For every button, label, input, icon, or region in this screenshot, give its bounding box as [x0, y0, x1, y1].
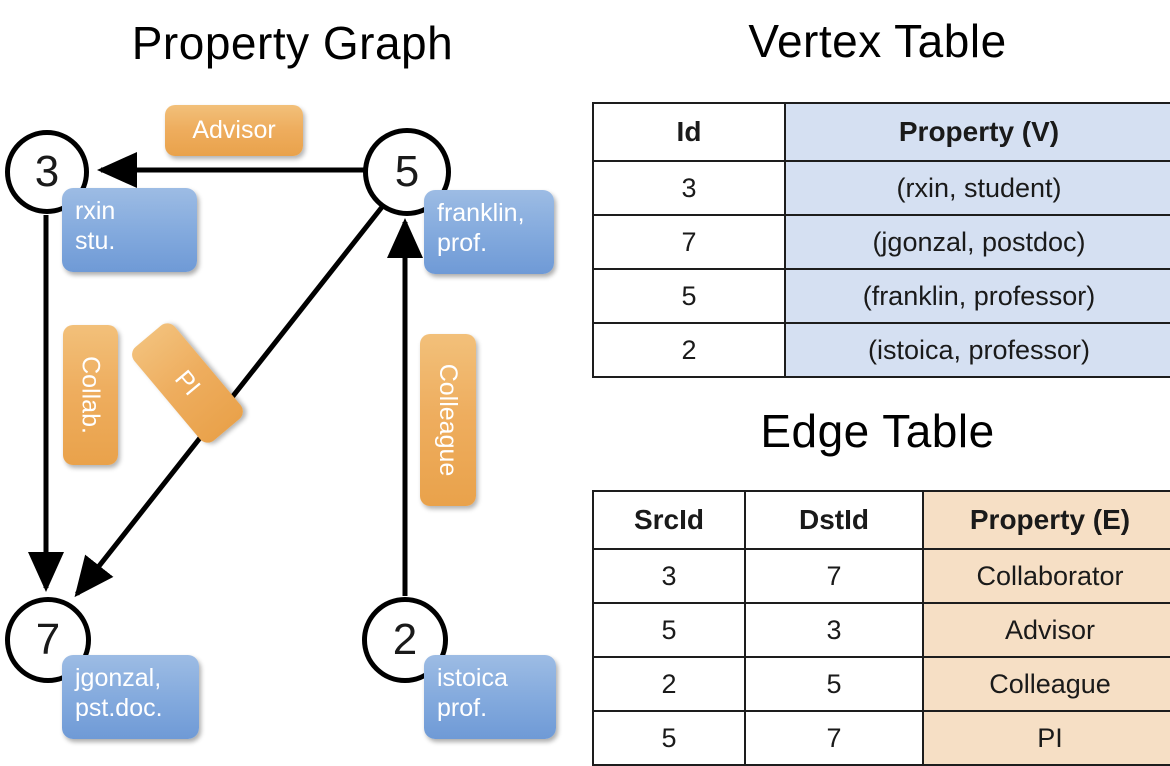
edge-cell-dstid: 5: [744, 656, 924, 712]
page-title-edge-table: Edge Table: [760, 405, 995, 457]
vertex-cell-property: (istoica, professor): [784, 322, 1170, 378]
edge-cell-srcid: 3: [592, 548, 746, 604]
vertex-table: Id Property (V) 3 (rxin, student) 7 (jgo…: [592, 102, 1170, 378]
page-title-property-graph: Property Graph: [131, 17, 454, 69]
table-row[interactable]: 3 7 Collaborator: [592, 548, 1170, 604]
node-property-box-3: rxin stu.: [62, 188, 197, 272]
vertex-table-header-id: Id: [592, 102, 786, 162]
edge-cell-property: Advisor: [922, 602, 1170, 658]
property-graph-diagram: 3 5 7 2 rxin stu. franklin, prof. jgonza…: [0, 0, 585, 760]
graph-node-7-label: 7: [35, 615, 61, 664]
edge-table-header-row: SrcId DstId Property (E): [592, 490, 1170, 550]
edge-label-colleague-text: Colleague: [434, 363, 463, 477]
graph-node-2[interactable]: 2: [362, 597, 448, 683]
node-property-5-line1: franklin,: [437, 199, 525, 227]
node-property-7-line1: jgonzal,: [75, 664, 162, 692]
table-row[interactable]: 7 (jgonzal, postdoc): [592, 214, 1170, 270]
node-property-2-line2: prof.: [437, 693, 488, 722]
node-property-3-line2: stu.: [75, 226, 116, 255]
node-property-3-line1: rxin: [75, 197, 116, 225]
edge-cell-property: Colleague: [922, 656, 1170, 712]
edge-label-advisor: Advisor: [165, 105, 303, 156]
table-row[interactable]: 2 (istoica, professor): [592, 322, 1170, 378]
edge-cell-property: PI: [922, 710, 1170, 766]
vertex-cell-id: 2: [592, 322, 786, 378]
graph-node-5[interactable]: 5: [363, 128, 451, 216]
graph-node-5-label: 5: [394, 147, 420, 196]
table-row[interactable]: 5 (franklin, professor): [592, 268, 1170, 324]
node-property-box-2: istoica prof.: [424, 655, 556, 739]
vertex-cell-id: 3: [592, 160, 786, 216]
table-row[interactable]: 2 5 Colleague: [592, 656, 1170, 712]
table-row[interactable]: 5 3 Advisor: [592, 602, 1170, 658]
vertex-cell-property: (jgonzal, postdoc): [784, 214, 1170, 270]
edge-cell-dstid: 7: [744, 548, 924, 604]
graph-node-3-label: 3: [34, 147, 60, 196]
vertex-table-header-property: Property (V): [784, 102, 1170, 162]
vertex-cell-id: 5: [592, 268, 786, 324]
edge-cell-dstid: 3: [744, 602, 924, 658]
edge-label-colleague: Colleague: [420, 334, 476, 506]
edge-cell-dstid: 7: [744, 710, 924, 766]
table-row[interactable]: 5 7 PI: [592, 710, 1170, 766]
node-property-5-line2: prof.: [437, 228, 488, 257]
edge-label-collab: Collab.: [63, 325, 118, 465]
table-row[interactable]: 3 (rxin, student): [592, 160, 1170, 216]
graph-node-2-label: 2: [392, 615, 418, 664]
edge-cell-srcid: 5: [592, 710, 746, 766]
vertex-cell-property: (rxin, student): [784, 160, 1170, 216]
node-property-7-line2: pst.doc.: [75, 693, 163, 722]
edge-cell-property: Collaborator: [922, 548, 1170, 604]
edge-table-header-dstid: DstId: [744, 490, 924, 550]
edge-label-advisor-text: Advisor: [192, 116, 276, 144]
vertex-table-header-row: Id Property (V): [592, 102, 1170, 162]
page-title-vertex-table: Vertex Table: [748, 15, 1007, 67]
edge-cell-srcid: 5: [592, 602, 746, 658]
vertex-cell-property: (franklin, professor): [784, 268, 1170, 324]
edge-table-header-property: Property (E): [922, 490, 1170, 550]
vertex-cell-id: 7: [592, 214, 786, 270]
node-property-box-7: jgonzal, pst.doc.: [62, 655, 199, 739]
node-property-box-5: franklin, prof.: [424, 190, 554, 274]
edge-table: SrcId DstId Property (E) 3 7 Collaborato…: [592, 490, 1170, 766]
node-property-2-line1: istoica: [437, 664, 508, 692]
edge-table-header-srcid: SrcId: [592, 490, 746, 550]
edge-cell-srcid: 2: [592, 656, 746, 712]
